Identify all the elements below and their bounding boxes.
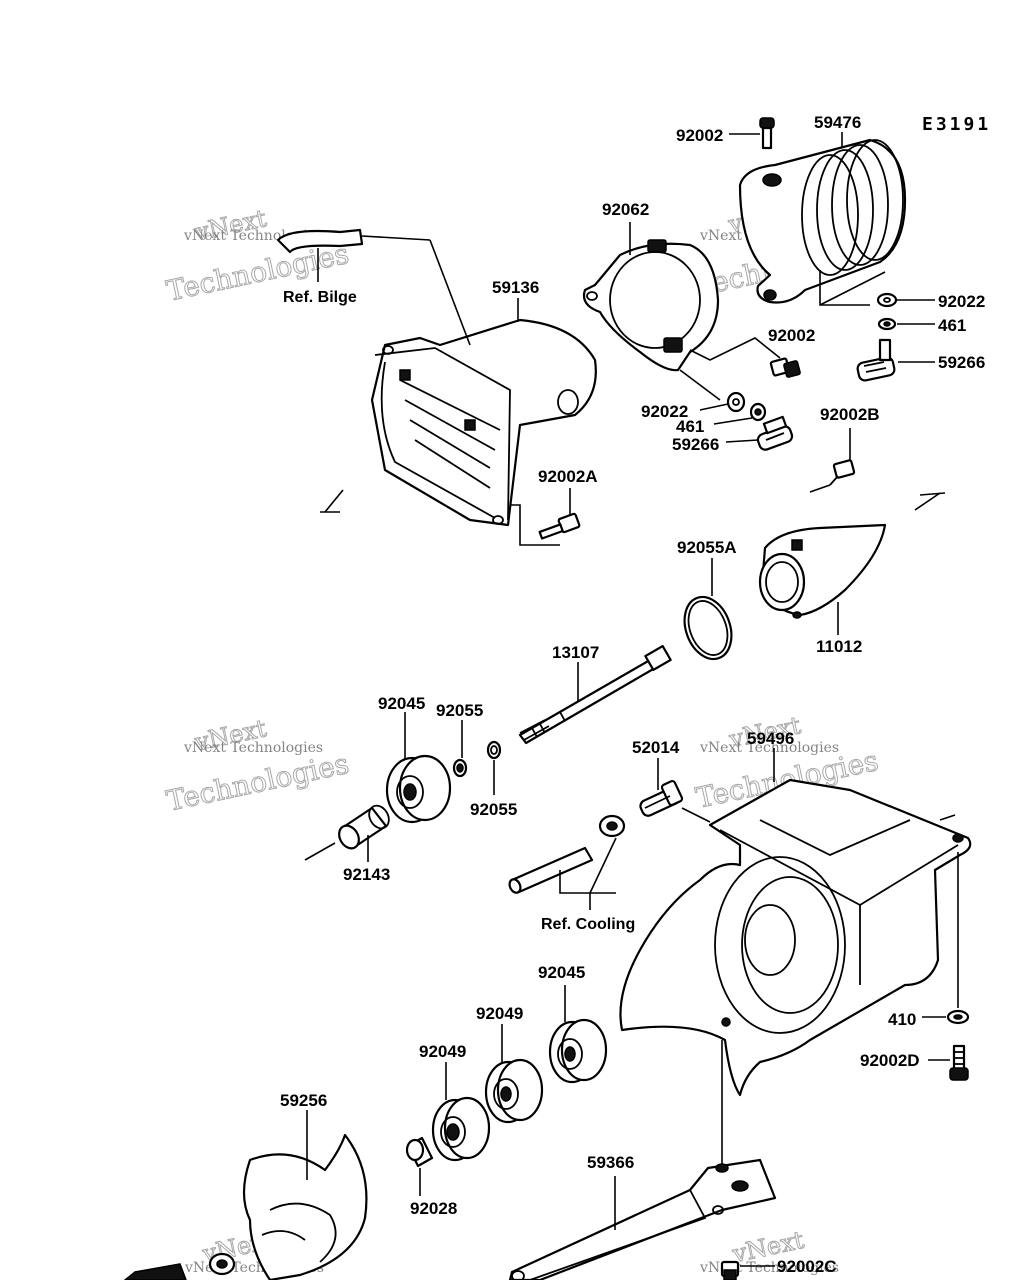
bearing-92045-low xyxy=(548,985,608,1084)
label-11012: 11012 xyxy=(816,637,862,656)
label-59136: 59136 xyxy=(492,278,539,297)
washer-461-mid xyxy=(713,402,767,425)
diagram-code: E3191 xyxy=(922,114,991,135)
pump-case-59136 xyxy=(320,298,597,546)
steering-nozzle-59496 xyxy=(619,748,972,1165)
label-59266-mid: 59266 xyxy=(672,435,719,454)
bolt-92002C xyxy=(720,1260,775,1280)
washer-92022-right xyxy=(876,292,935,308)
label-92002A: 92002A xyxy=(538,467,598,486)
label-ref-bilge: Ref. Bilge xyxy=(283,289,357,306)
sleeve-92028 xyxy=(405,1136,434,1196)
label-92062: 92062 xyxy=(602,200,649,219)
bilge-hose xyxy=(276,228,471,346)
label-92055-a: 92055 xyxy=(436,701,483,720)
washer-410 xyxy=(922,1009,970,1025)
fitting-52014 xyxy=(639,758,711,823)
bolt-92002-top xyxy=(729,117,775,150)
bolt-92002A xyxy=(538,488,581,540)
label-461-right: 461 xyxy=(938,316,966,335)
bearing-92045-top xyxy=(385,712,452,824)
washer-92022-mid xyxy=(699,391,746,413)
label-410: 410 xyxy=(888,1010,916,1029)
label-92002-mid: 92002 xyxy=(768,326,815,345)
label-ref-cooling: Ref. Cooling xyxy=(541,916,635,933)
sleeve-92143 xyxy=(304,804,390,862)
label-92049-b: 92049 xyxy=(476,1004,523,1023)
clamp-92062 xyxy=(582,222,781,401)
fitting-59266-right xyxy=(856,338,935,382)
bearing-92049-b xyxy=(484,1024,544,1124)
bracket-59366 xyxy=(508,1158,777,1280)
impeller-59256 xyxy=(208,1110,368,1280)
front-tag xyxy=(123,1263,187,1280)
label-59266-right: 59266 xyxy=(938,353,985,372)
label-59256: 59256 xyxy=(280,1091,327,1110)
oring-92055A xyxy=(683,558,733,661)
bearing-92049-a xyxy=(431,1062,491,1162)
bolt-92002D xyxy=(928,1044,969,1081)
label-92022-mid: 92022 xyxy=(641,402,688,421)
label-92055A: 92055A xyxy=(677,538,737,557)
ring-92055-a xyxy=(452,720,468,778)
watermark-small: vNext Technologies xyxy=(699,740,839,756)
label-92002D: 92002D xyxy=(860,1051,920,1070)
watermark-line2: Technologies xyxy=(164,747,352,818)
cap-11012 xyxy=(758,492,946,635)
label-92002-top: 92002 xyxy=(676,126,723,145)
label-59476: 59476 xyxy=(814,113,861,132)
label-52014: 52014 xyxy=(632,738,680,757)
cooling-hose xyxy=(508,814,626,910)
fitting-59266-mid xyxy=(725,415,794,451)
label-13107: 13107 xyxy=(552,643,599,662)
watermark-group-3: vNext Technologies xyxy=(163,714,352,819)
label-59366: 59366 xyxy=(587,1153,634,1172)
label-92022-right: 92022 xyxy=(938,292,985,311)
label-92049-a: 92049 xyxy=(419,1042,466,1061)
ring-92055-b xyxy=(486,740,502,795)
label-92002C: 92002C xyxy=(777,1257,837,1276)
shaft-13107 xyxy=(518,644,672,745)
label-461-mid: 461 xyxy=(676,417,704,436)
label-59496: 59496 xyxy=(747,729,794,748)
nozzle-59476 xyxy=(738,132,907,306)
watermark-small: vNext Technologies xyxy=(183,740,323,756)
washer-461-right xyxy=(877,317,935,331)
label-92055-b: 92055 xyxy=(470,800,517,819)
label-92028: 92028 xyxy=(410,1199,457,1218)
bolt-92002-mid xyxy=(769,357,801,378)
label-92045-low: 92045 xyxy=(538,963,585,982)
callout-labels: 92002 59476 92062 59136 Ref. Bilge 92022… xyxy=(280,113,985,1276)
label-92002B: 92002B xyxy=(820,405,880,424)
label-92143: 92143 xyxy=(343,865,390,884)
bolt-92002B xyxy=(809,428,856,493)
label-92045-top: 92045 xyxy=(378,694,425,713)
